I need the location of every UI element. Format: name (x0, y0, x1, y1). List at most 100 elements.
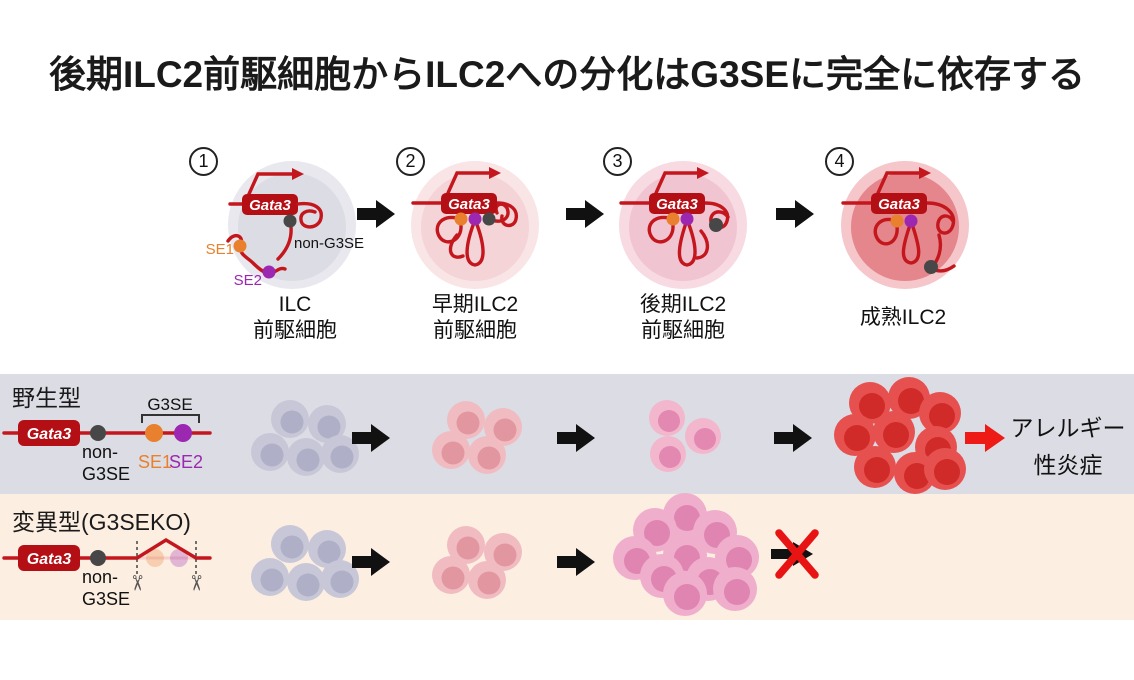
gata3-gene-box (871, 193, 927, 214)
dna-loop (925, 201, 956, 235)
gata3-gene-box (242, 194, 298, 215)
dna-loop (677, 218, 697, 267)
se2-dot (174, 424, 192, 442)
dna-loop (901, 220, 921, 265)
se1-dot (454, 212, 468, 226)
cell-stage-2-early-ilc2: Gata3 (411, 161, 539, 289)
transcription-arrowhead-icon (489, 167, 501, 179)
se1-dot-ghost (146, 549, 164, 567)
stage-number-2: 2 (396, 147, 425, 176)
right-arrow-icon (774, 424, 812, 452)
wild-cluster-progenitor (251, 400, 359, 476)
right-arrow-icon (776, 200, 814, 228)
gata3-gene-label: Gata3 (27, 551, 72, 568)
stage-number-3: 3 (603, 147, 632, 176)
non-g3se-dot (283, 214, 297, 228)
se1-dot (145, 424, 163, 442)
x-mark-icon (775, 529, 819, 579)
non-g3se-label-line2: G3SE (82, 464, 130, 484)
non-g3se-dot (90, 425, 106, 441)
right-arrow-icon (352, 424, 390, 452)
gata3-gene-box (18, 420, 80, 446)
stage-label-line2: 前駆細胞 (253, 319, 337, 342)
dna-loop (296, 201, 323, 229)
transcription-arrowhead-icon (292, 168, 304, 180)
stage-label-3: 後期ILC2 前駆細胞 (598, 292, 768, 344)
gata3-gene-box (441, 193, 497, 214)
dna-strand-tail (276, 225, 293, 261)
se1-dot (233, 239, 247, 253)
stage-label-line1: 早期ILC2 (431, 293, 519, 316)
se1-dot (890, 214, 904, 228)
transcription-arrow (654, 171, 699, 195)
dna-loop (647, 215, 675, 244)
dna-loop (495, 201, 519, 228)
non-g3se-label-line1: non- (82, 442, 118, 462)
se2-label: SE2 (234, 272, 262, 289)
deletion-peak-strand (135, 538, 198, 560)
transcription-arrowhead-icon (919, 167, 931, 179)
se2-dot (262, 265, 276, 279)
cell-stage-1-ilc-progenitor: Gata3 SE1 SE2 non-G3SE (206, 161, 364, 289)
se2-dot (680, 212, 694, 226)
se1-label: SE1 (206, 241, 234, 258)
outcome-line2: 性炎症 (1033, 452, 1103, 478)
se2-dot-ghost (170, 549, 188, 567)
mutant-type-label: 変異型(G3SEKO) (12, 509, 191, 535)
mutant-cluster-progenitor (251, 525, 359, 601)
stage-label-1: ILC 前駆細胞 (210, 292, 380, 344)
g3se-bracket (141, 414, 200, 423)
blocked-arrow (771, 529, 819, 579)
se2-dot (904, 214, 918, 228)
stage-number-4: 4 (825, 147, 854, 176)
figure-title: 後期ILC2前駆細胞からILC2への分化はG3SEに完全に依存する (48, 54, 1086, 95)
non-g3se-dot (90, 550, 106, 566)
cell-stage-4-mature-ilc2: Gata3 (841, 161, 969, 289)
gata3-gene-label: Gata3 (878, 196, 920, 213)
scissors-icon: ✂ (125, 574, 148, 592)
non-g3se-label: non-G3SE (294, 235, 364, 252)
se2-dot (468, 212, 482, 226)
stage-label-line1: ILC (278, 293, 312, 316)
stage-number-1: 1 (189, 147, 218, 176)
dna-loop (448, 233, 465, 259)
dna-loop (873, 217, 899, 246)
wild-cluster-mature-ilc2 (834, 377, 966, 494)
stage-label-line2: 前駆細胞 (433, 319, 517, 342)
wild-type-label: 野生型 (12, 385, 81, 411)
gata3-gene-label: Gata3 (249, 197, 291, 214)
non-g3se-dot (709, 218, 723, 232)
transcription-arrowhead-icon (697, 167, 709, 179)
red-right-arrow-icon (965, 424, 1005, 452)
stage-label-line1: 後期ILC2 (639, 293, 727, 316)
right-arrow-icon (352, 548, 390, 576)
enhancer-strand (226, 233, 287, 276)
mutant-gene-diagram: ✂ ✂ Gata3 non- G3SE (2, 538, 212, 609)
outcome-text: アレルギー 性炎症 (1002, 410, 1134, 484)
stage-label-line1: 成熟ILC2 (859, 306, 947, 329)
dna-loop (465, 218, 485, 267)
right-arrow-icon (557, 424, 595, 452)
wild-cluster-late-ilc2 (649, 400, 721, 472)
non-g3se-label-line2: G3SE (82, 589, 130, 609)
transcription-arrow (446, 171, 491, 195)
right-arrow-icon (557, 548, 595, 576)
outcome-line1: アレルギー (1010, 415, 1126, 441)
cell-stage-3-late-ilc2: Gata3 (619, 161, 747, 289)
stage-label-4: 成熟ILC2 (818, 292, 988, 331)
stage-label-line2: 前駆細胞 (641, 319, 725, 342)
gata3-gene-label: Gata3 (27, 426, 72, 443)
se2-label: SE2 (169, 452, 203, 472)
right-arrow-icon (566, 200, 604, 228)
transcription-arrow (247, 172, 294, 196)
mutant-cluster-early-ilc2 (432, 526, 522, 599)
g3se-label: G3SE (147, 395, 192, 414)
non-g3se-dot (482, 212, 496, 226)
stage-label-2: 早期ILC2 前駆細胞 (390, 292, 560, 344)
transcription-arrow (876, 171, 921, 195)
mutant-cluster-late-ilc2-accumulation (613, 493, 759, 616)
se1-label: SE1 (138, 452, 172, 472)
scissors-icon: ✂ (184, 574, 207, 592)
non-g3se-dot (924, 260, 938, 274)
